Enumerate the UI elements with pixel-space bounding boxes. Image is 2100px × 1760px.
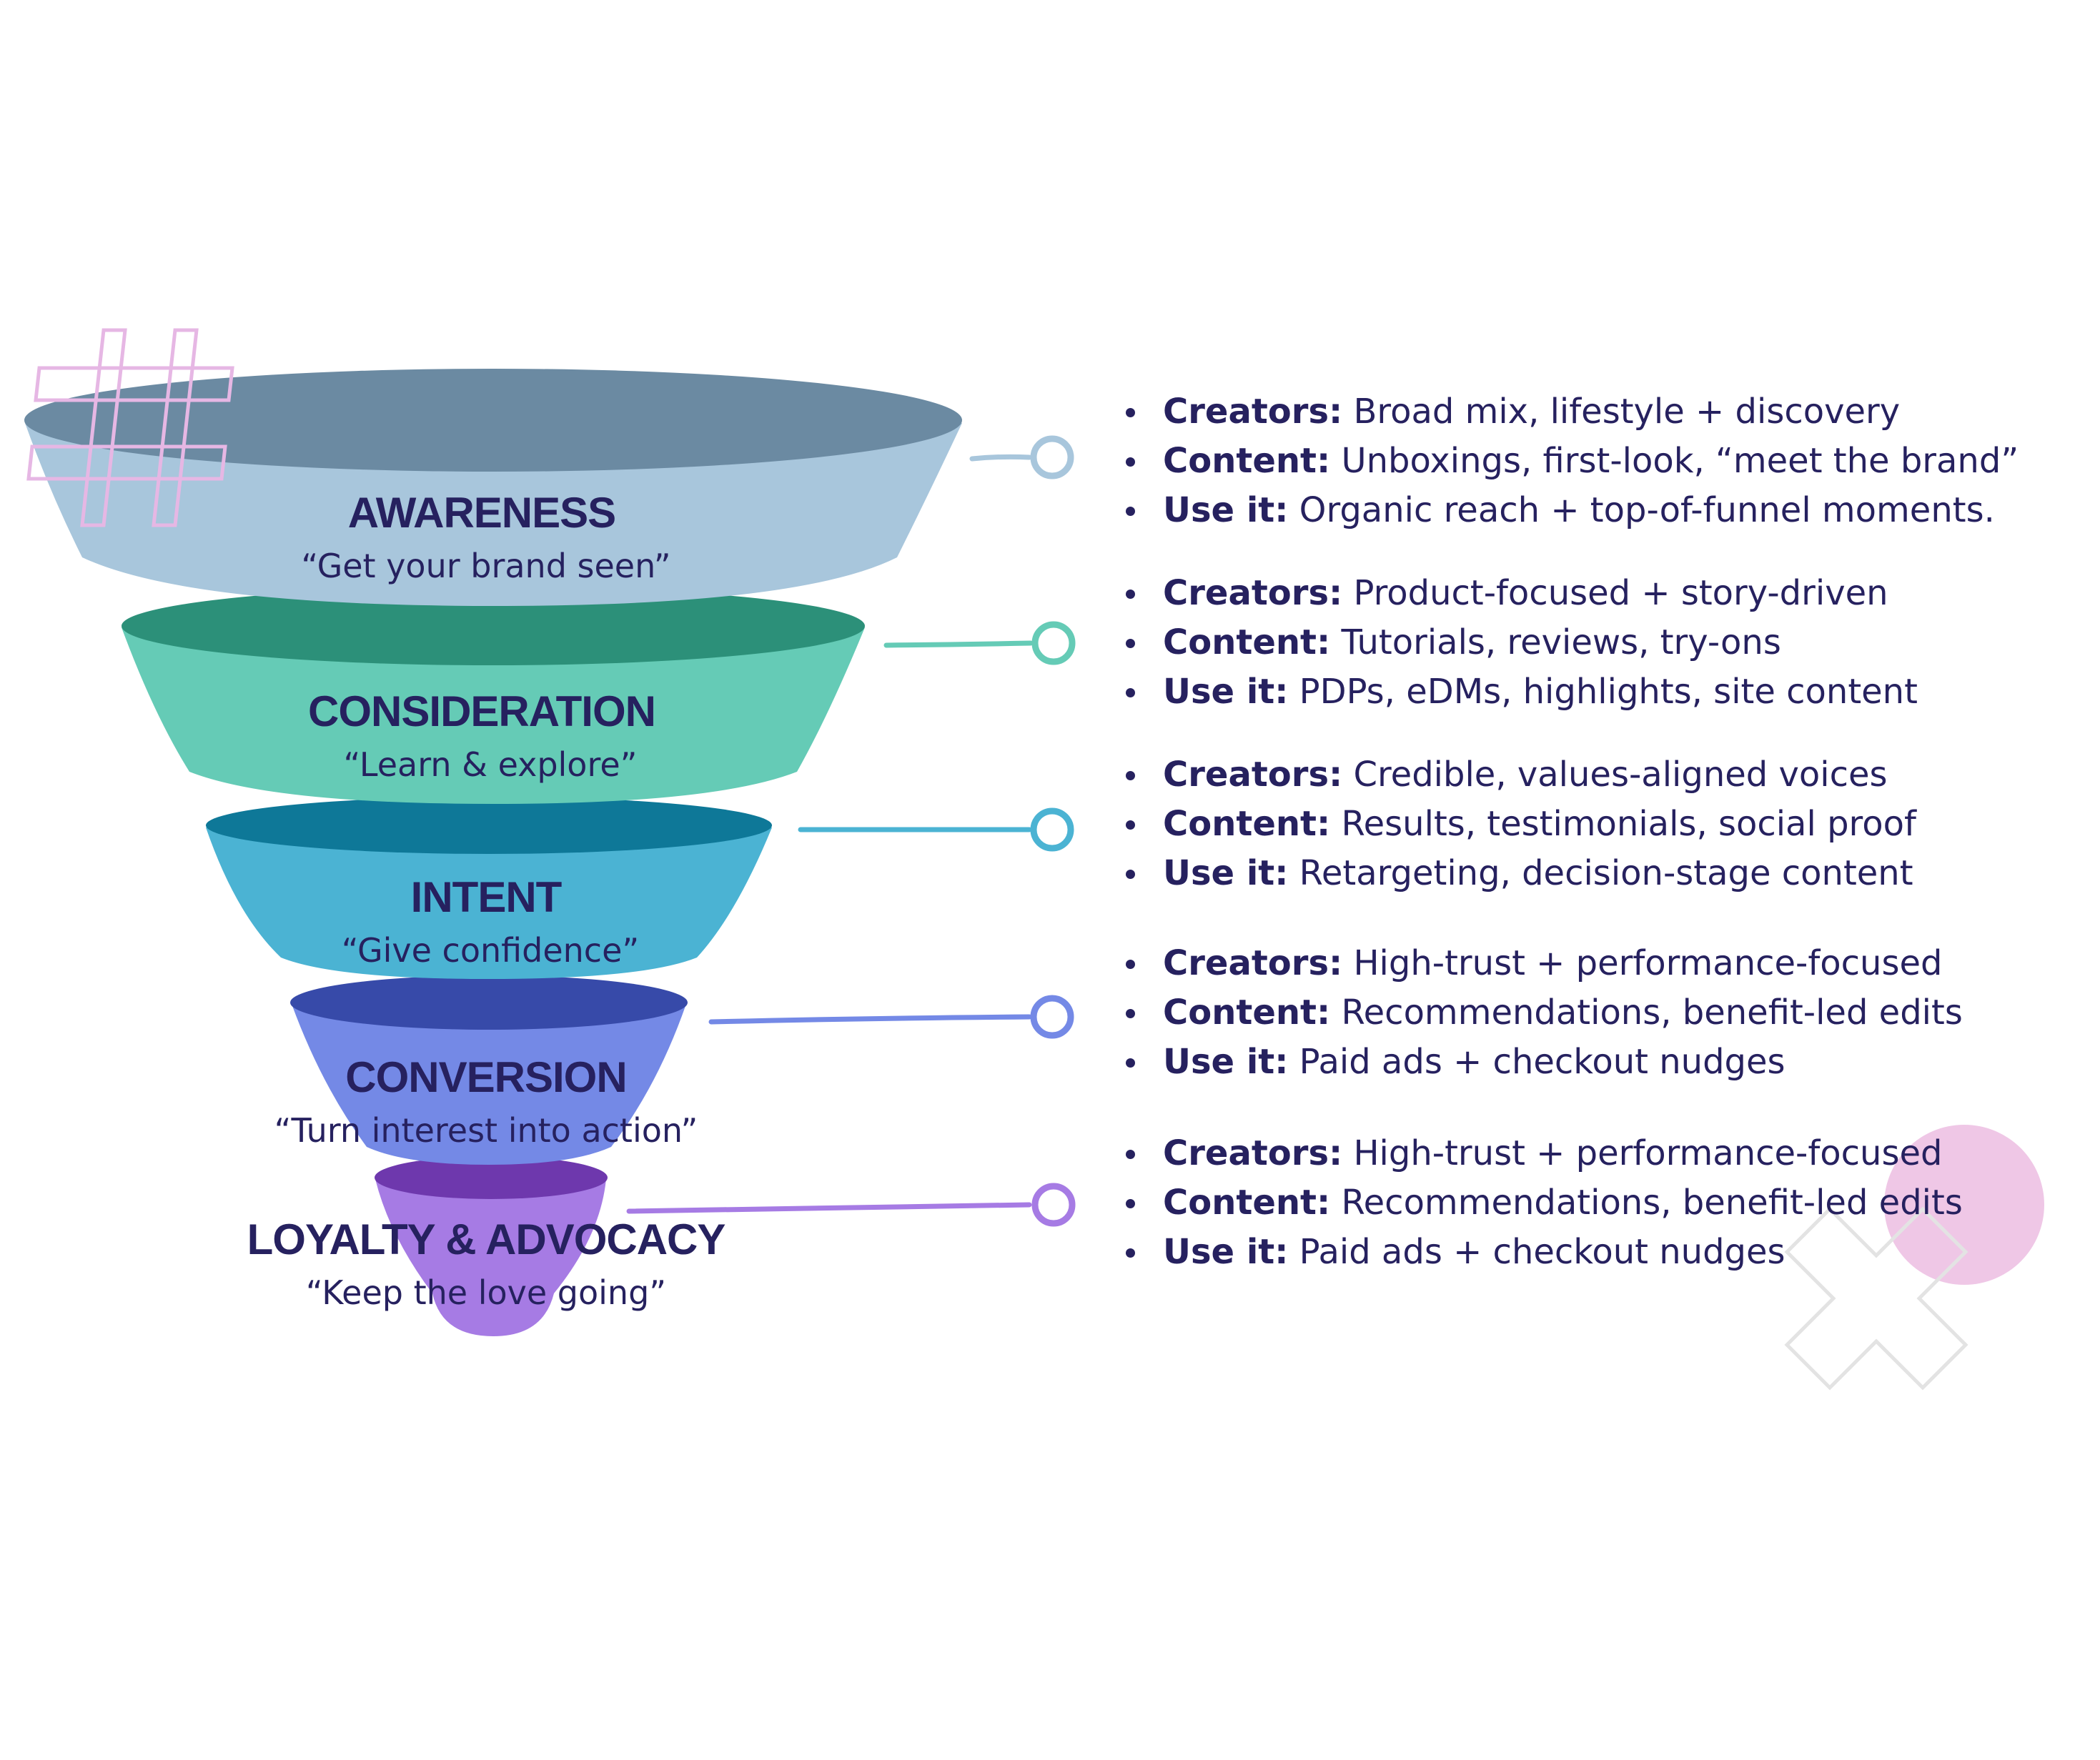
funnel-top-loyalty: [375, 1156, 608, 1199]
funnel-top-consideration: [122, 587, 865, 665]
list-item: Content: Results, testimonials, social p…: [1119, 800, 1916, 849]
hashtag-outline-icon: [26, 328, 234, 527]
bullet-list-loyalty: Creators: High-trust + performance-focus…: [1119, 1129, 1963, 1277]
funnel-top-intent: [206, 797, 772, 854]
connector-conversion: [708, 995, 1074, 1039]
connector-consideration: [883, 621, 1076, 665]
stage-subtitle-intent: “Give confidence”: [342, 931, 639, 970]
list-item: Use it: Paid ads + checkout nudges: [1119, 1038, 1963, 1087]
connector-node-icon: [1030, 807, 1074, 852]
connector-loyalty: [626, 1183, 1076, 1227]
funnel-body-intent: [206, 827, 772, 979]
list-item: Content: Tutorials, reviews, try-ons: [1119, 618, 1918, 667]
pink-circle-decoration: [1884, 1125, 2044, 1285]
list-item: Creators: Credible, values-aligned voice…: [1119, 750, 1916, 800]
stage-subtitle-conversion: “Turn interest into action”: [274, 1111, 698, 1150]
stage-subtitle-consideration: “Learn & explore”: [344, 745, 638, 784]
bullet-list-awareness: Creators: Broad mix, lifestyle + discove…: [1119, 387, 2019, 535]
funnel-body-awareness: [25, 423, 962, 606]
funnel-top-awareness: [24, 369, 962, 472]
stage-title-consideration: CONSIDERATION: [308, 687, 655, 735]
list-item: Content: Recommendations, benefit-led ed…: [1119, 1178, 1963, 1228]
connector-awareness: [969, 435, 1074, 479]
list-item: Creators: High-trust + performance-focus…: [1119, 939, 1963, 988]
cross-outline-icon: [1784, 1206, 1968, 1391]
list-item: Content: Recommendations, benefit-led ed…: [1119, 988, 1963, 1038]
bullet-list-intent: Creators: Credible, values-aligned voice…: [1119, 750, 1916, 898]
funnel-body-loyalty: [375, 1179, 606, 1336]
funnel-body-conversion: [292, 1004, 686, 1165]
list-item: Creators: Product-focused + story-driven: [1119, 569, 1918, 618]
list-item: Use it: Organic reach + top-of-funnel mo…: [1119, 486, 2019, 535]
list-item: Use it: Paid ads + checkout nudges: [1119, 1228, 1963, 1277]
stage-title-loyalty: LOYALTY & ADVOCACY: [247, 1215, 726, 1263]
connector-node-icon: [1031, 1183, 1076, 1227]
stage-title-conversion: CONVERSION: [345, 1053, 626, 1101]
bullet-list-consideration: Creators: Product-focused + story-driven…: [1119, 569, 1918, 717]
list-item: Use it: Retargeting, decision-stage cont…: [1119, 849, 1916, 898]
stage-subtitle-awareness: “Get your brand seen”: [301, 547, 670, 585]
list-item: Creators: High-trust + performance-focus…: [1119, 1129, 1963, 1178]
funnel-stage-intent: [206, 797, 772, 979]
connector-node-icon: [1030, 435, 1074, 479]
funnel-body-consideration: [122, 627, 865, 804]
stage-subtitle-loyalty: “Keep the love going”: [306, 1273, 666, 1312]
bullet-list-conversion: Creators: High-trust + performance-focus…: [1119, 939, 1963, 1087]
funnel-stage-consideration: [122, 587, 865, 804]
connector-node-icon: [1030, 995, 1074, 1039]
stage-title-intent: INTENT: [411, 873, 562, 921]
connector-node-icon: [1031, 621, 1076, 665]
funnel-stage-loyalty: [375, 1156, 608, 1336]
connector-intent: [798, 807, 1074, 852]
stage-title-awareness: AWARENESS: [348, 489, 615, 537]
funnel-stage-awareness: [24, 369, 962, 606]
list-item: Creators: Broad mix, lifestyle + discove…: [1119, 387, 2019, 437]
funnel-top-conversion: [290, 975, 688, 1030]
funnel-stage-conversion: [290, 975, 688, 1165]
list-item: Use it: PDPs, eDMs, highlights, site con…: [1119, 667, 1918, 717]
list-item: Content: Unboxings, first-look, “meet th…: [1119, 437, 2019, 486]
